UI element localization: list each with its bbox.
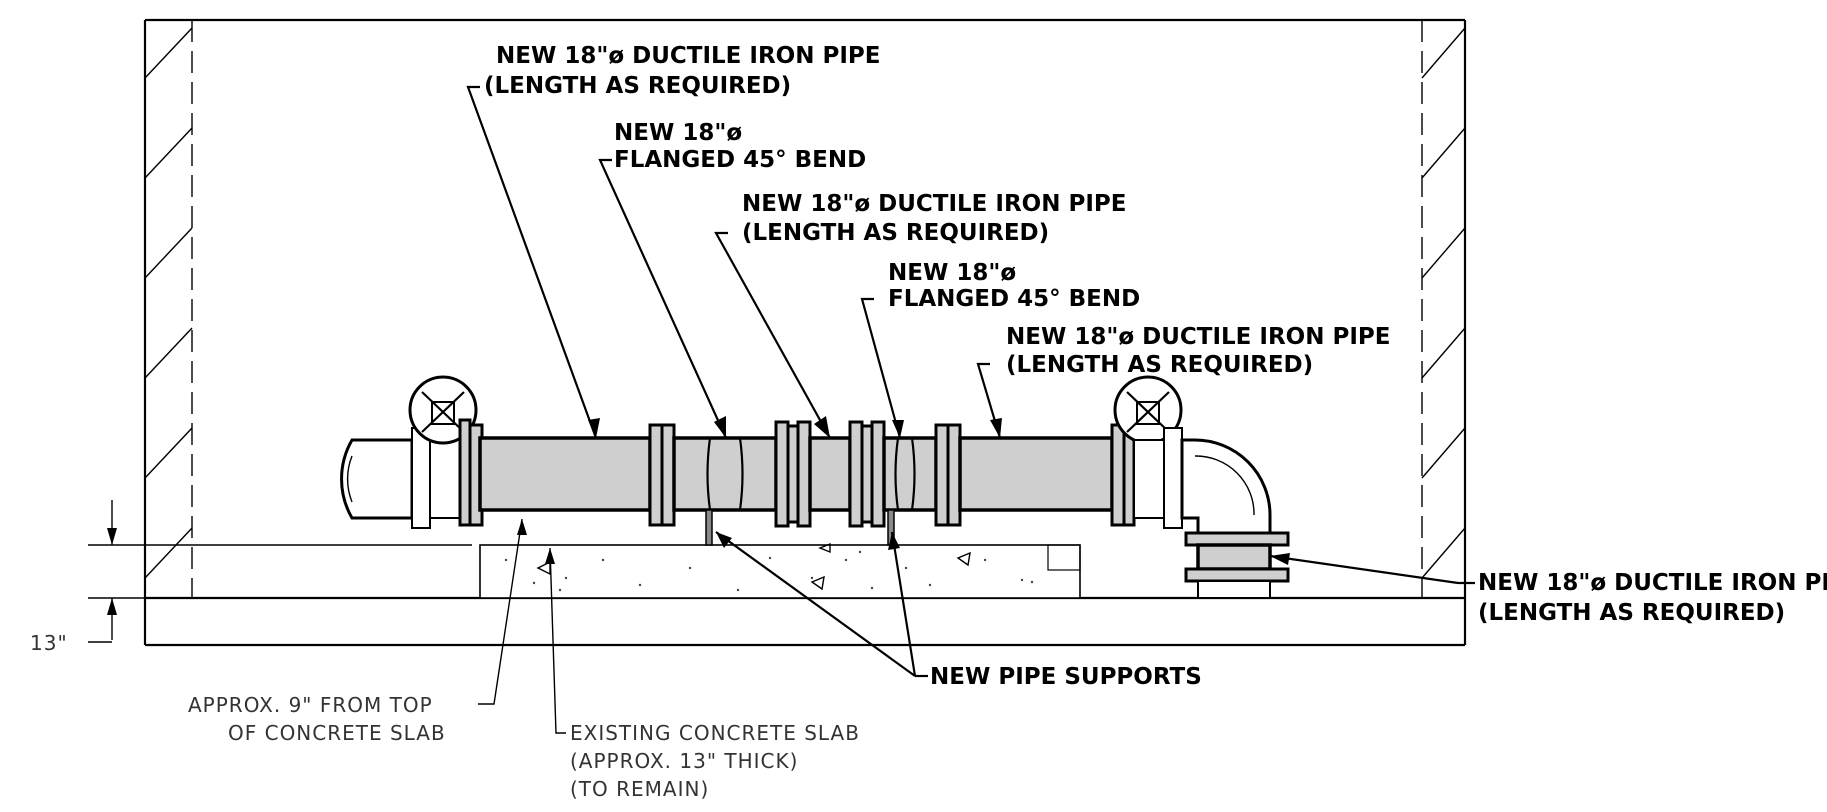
svg-text:NEW 18"ø DUCTILE IRON PIPE: NEW 18"ø DUCTILE IRON PIPE [742, 191, 1126, 217]
svg-text:FLANGED 45° BEND: FLANGED 45° BEND [888, 286, 1140, 312]
note-clearance: APPROX. 9" FROM TOP OF CONCRETE SLAB [188, 693, 446, 745]
svg-text:NEW 18"ø: NEW 18"ø [888, 260, 1016, 286]
dimension-label: 13" [30, 631, 68, 655]
pipe-segment-2 [808, 436, 852, 512]
concrete-slab [479, 542, 1081, 599]
slab-dimension: 13" [30, 500, 472, 655]
pipe-segment-1 [478, 436, 652, 512]
right-wall-hatch [1421, 27, 1466, 579]
svg-text:(LENGTH AS REQUIRED): (LENGTH AS REQUIRED) [1478, 600, 1785, 626]
note-leaders [478, 518, 566, 734]
svg-text:OF CONCRETE SLAB: OF CONCRETE SLAB [228, 721, 446, 745]
svg-text:EXISTING CONCRETE SLAB: EXISTING CONCRETE SLAB [570, 721, 860, 745]
svg-text:(LENGTH AS REQUIRED): (LENGTH AS REQUIRED) [484, 73, 791, 99]
svg-text:(LENGTH AS REQUIRED): (LENGTH AS REQUIRED) [1006, 352, 1313, 378]
svg-text:NEW 18"ø DUCTILE IRON PIPE: NEW 18"ø DUCTILE IRON PIPE [1006, 324, 1390, 350]
bend-1-body [672, 436, 778, 512]
svg-text:APPROX. 9" FROM TOP: APPROX. 9" FROM TOP [188, 693, 433, 717]
callout-supports: NEW PIPE SUPPORTS [930, 664, 1202, 690]
svg-text:(LENGTH AS REQUIRED): (LENGTH AS REQUIRED) [742, 220, 1049, 246]
pipe-segment-4 [1196, 543, 1272, 571]
svg-text:(APPROX. 13" THICK): (APPROX. 13" THICK) [570, 749, 798, 773]
svg-text:NEW 18"ø DUCTILE IRON PIPE: NEW 18"ø DUCTILE IRON PIPE [496, 43, 880, 69]
svg-text:NEW PIPE SUPPORTS: NEW PIPE SUPPORTS [930, 664, 1202, 690]
leader-arrowheads [588, 416, 1290, 565]
note-slab: EXISTING CONCRETE SLAB (APPROX. 13" THIC… [570, 721, 860, 801]
callout-pipe-2: NEW 18"ø DUCTILE IRON PIPE (LENGTH AS RE… [742, 191, 1126, 246]
pipe-segment-3 [958, 436, 1114, 512]
bend-2-body [882, 436, 938, 512]
svg-text:NEW 18"ø: NEW 18"ø [614, 120, 742, 146]
pipe-support-left [705, 509, 713, 546]
svg-text:(TO REMAIN): (TO REMAIN) [570, 777, 709, 801]
callout-bend-2: NEW 18"ø FLANGED 45° BEND [888, 260, 1140, 312]
svg-text:NEW 18"ø DUCTILE IRON PIPE: NEW 18"ø DUCTILE IRON PIPE [1478, 570, 1827, 596]
left-wall-hatch [144, 27, 193, 579]
leader-lines [466, 85, 1475, 678]
piping-assembly [340, 375, 1290, 599]
svg-text:FLANGED 45° BEND: FLANGED 45° BEND [614, 147, 866, 173]
callout-bend-1: NEW 18"ø FLANGED 45° BEND [614, 120, 866, 173]
callout-pipe-4: NEW 18"ø DUCTILE IRON PIPE (LENGTH AS RE… [1478, 570, 1827, 626]
callout-pipe-1: NEW 18"ø DUCTILE IRON PIPE (LENGTH AS RE… [484, 43, 880, 99]
callout-pipe-3: NEW 18"ø DUCTILE IRON PIPE (LENGTH AS RE… [1006, 324, 1390, 378]
